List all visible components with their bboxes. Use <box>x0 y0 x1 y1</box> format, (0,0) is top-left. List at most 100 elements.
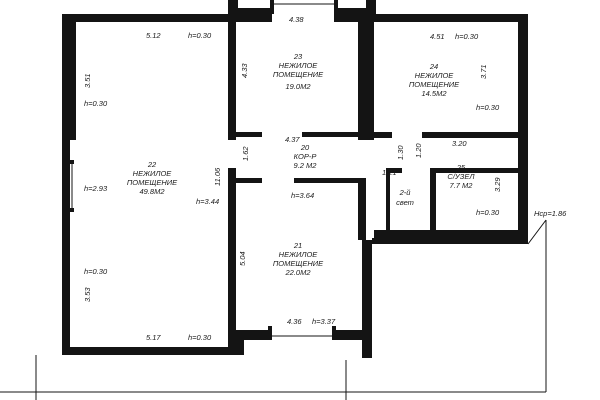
dim-r23-left: 4.33 <box>240 63 249 78</box>
top-wall-mid <box>238 8 272 22</box>
dim-outer-h: Hср=1.86 <box>534 209 567 218</box>
detail-lines <box>0 3 547 400</box>
room-number: 23 <box>293 52 303 61</box>
room-number: 22 <box>147 160 157 169</box>
room-number: 20 <box>300 143 310 152</box>
wall-corridor-bottom <box>236 178 366 183</box>
stair-line-2: свет <box>396 198 414 207</box>
dim-r22-h-right: h=3.44 <box>196 197 219 206</box>
bottom-wall-mid-right <box>332 330 372 340</box>
door-r24[interactable] <box>392 132 422 138</box>
wall-r24-bottom <box>374 132 518 138</box>
dim-r22-right: 11.06 <box>213 167 222 186</box>
wall-r22-top-inner <box>70 22 76 140</box>
dim-r25-right: 3.29 <box>493 177 502 192</box>
dim-r22-h-bottom-left: h=0.30 <box>84 267 108 276</box>
wall-stair-top <box>390 168 402 173</box>
outer-wall-top-right <box>366 14 528 240</box>
dim-r22-h-left: h=0.30 <box>84 99 108 108</box>
room-20-label: 20 КОР-Р 9.2 М2 <box>294 143 318 170</box>
wall-r23-right <box>358 22 366 140</box>
door-r21[interactable] <box>262 178 294 183</box>
top-wall-stub-right <box>366 0 376 22</box>
dim-r22-top: 5.12 <box>146 31 161 40</box>
wall-stair-left <box>386 168 390 230</box>
dim-r22-left-bottom: 3.53 <box>83 287 92 302</box>
dim-corridor-h: h=3.64 <box>291 191 314 200</box>
wall-r25-top <box>436 168 518 173</box>
dim-r24-right: 3.71 <box>479 64 488 79</box>
room-name: С/УЗЕЛ <box>447 172 475 181</box>
dim-r23-top: 4.38 <box>289 15 304 24</box>
room-area: 22.0М2 <box>284 268 311 277</box>
dim-r25-top: 3.20 <box>452 139 467 148</box>
dim-r21-bottom: 4.36 <box>287 317 302 326</box>
outer-boundary-diagonal <box>527 219 547 245</box>
dim-r22-left-top: 3.51 <box>83 73 92 88</box>
outer-wall-left <box>62 58 70 355</box>
outer-wall-bottom-right <box>362 240 372 358</box>
room-name: НЕЖИЛОЕ <box>279 250 319 259</box>
dim-v-130: 1.30 <box>396 145 405 160</box>
dim-r24-h-top: h=0.30 <box>455 32 479 41</box>
room-22-label: 22 НЕЖИЛОЕ ПОМЕЩЕНИЕ 49.8М2 <box>127 160 178 196</box>
dim-corridor-left: 1.62 <box>241 146 250 161</box>
bottom-window-frame-left <box>268 326 272 340</box>
wall-r22-right-lower <box>228 168 236 348</box>
left-window-frame-bottom <box>62 208 74 212</box>
walls <box>62 0 528 358</box>
room-21-label: 21 НЕЖИЛОЕ ПОМЕЩЕНИЕ 22.0М2 <box>273 241 324 277</box>
left-window-frame-top <box>62 160 74 164</box>
dim-v-120: 1.20 <box>414 143 423 158</box>
room-area: 9.2 М2 <box>294 161 318 170</box>
room-name: ПОМЕЩЕНИЕ <box>273 259 324 268</box>
room-24-label: 24 НЕЖИЛОЕ ПОМЕЩЕНИЕ 14.5М2 <box>409 62 460 98</box>
room-name: ПОМЕЩЕНИЕ <box>273 70 324 79</box>
room-area: 7.7 М2 <box>450 181 474 190</box>
dimensions: 5.12 h=0.30 3.51 h=0.30 h=2.93 11.06 h=3… <box>83 15 567 342</box>
room-name: НЕЖИЛОЕ <box>415 71 455 80</box>
top-window-frame-right <box>334 0 338 14</box>
room-name: КОР-Р <box>294 152 317 161</box>
door-r23[interactable] <box>262 132 302 137</box>
wall-r24-left <box>366 22 374 140</box>
top-wall-stub-left <box>228 0 238 22</box>
outer-wall-bottom-left <box>62 347 242 355</box>
room-name: ПОМЕЩЕНИЕ <box>409 80 460 89</box>
dim-r22-h-bottom: h=0.30 <box>188 333 212 342</box>
top-wall-mid-right <box>334 8 374 22</box>
outer-wall-right-lower <box>372 238 528 244</box>
outer-wall-top-left <box>62 14 238 58</box>
dim-r21-h: h=3.37 <box>312 317 336 326</box>
bottom-wall-mid <box>234 330 272 340</box>
door-r25[interactable] <box>404 168 428 173</box>
dim-r22-h-window: h=2.93 <box>84 184 108 193</box>
room-name: НЕЖИЛОЕ <box>133 169 173 178</box>
room-name: НЕЖИЛОЕ <box>279 61 319 70</box>
stair-label: 2-й свет <box>396 188 414 207</box>
room-area: 49.8М2 <box>139 187 165 196</box>
wall-stair-bottom <box>374 230 518 238</box>
top-window-frame-left <box>270 0 274 14</box>
room-25-label: 25 С/УЗЕЛ 7.7 М2 <box>447 163 475 190</box>
dim-stair-top: 1.21 <box>382 168 397 177</box>
room-name: ПОМЕЩЕНИЕ <box>127 178 178 187</box>
dim-r24-top: 4.51 <box>430 32 445 41</box>
room-area: 14.5М2 <box>421 89 447 98</box>
bottom-wall-step <box>234 330 244 355</box>
dim-r24-h-right: h=0.30 <box>476 103 500 112</box>
dim-r22-h-top: h=0.30 <box>188 31 212 40</box>
door-openings <box>229 132 428 183</box>
wall-r21-right <box>358 178 366 240</box>
dim-r22-bottom: 5.17 <box>146 333 161 342</box>
room-number: 25 <box>456 163 466 172</box>
wall-r22-right-upper <box>228 22 236 140</box>
wall-r25-left <box>430 168 436 230</box>
stair-line-1: 2-й <box>399 188 412 197</box>
room-area: 19.0М2 <box>285 82 311 91</box>
room-23-label: 23 НЕЖИЛОЕ ПОМЕЩЕНИЕ 19.0М2 <box>273 52 324 91</box>
room-number: 24 <box>429 62 438 71</box>
door-r22[interactable] <box>229 142 235 166</box>
room-number: 21 <box>293 241 302 250</box>
